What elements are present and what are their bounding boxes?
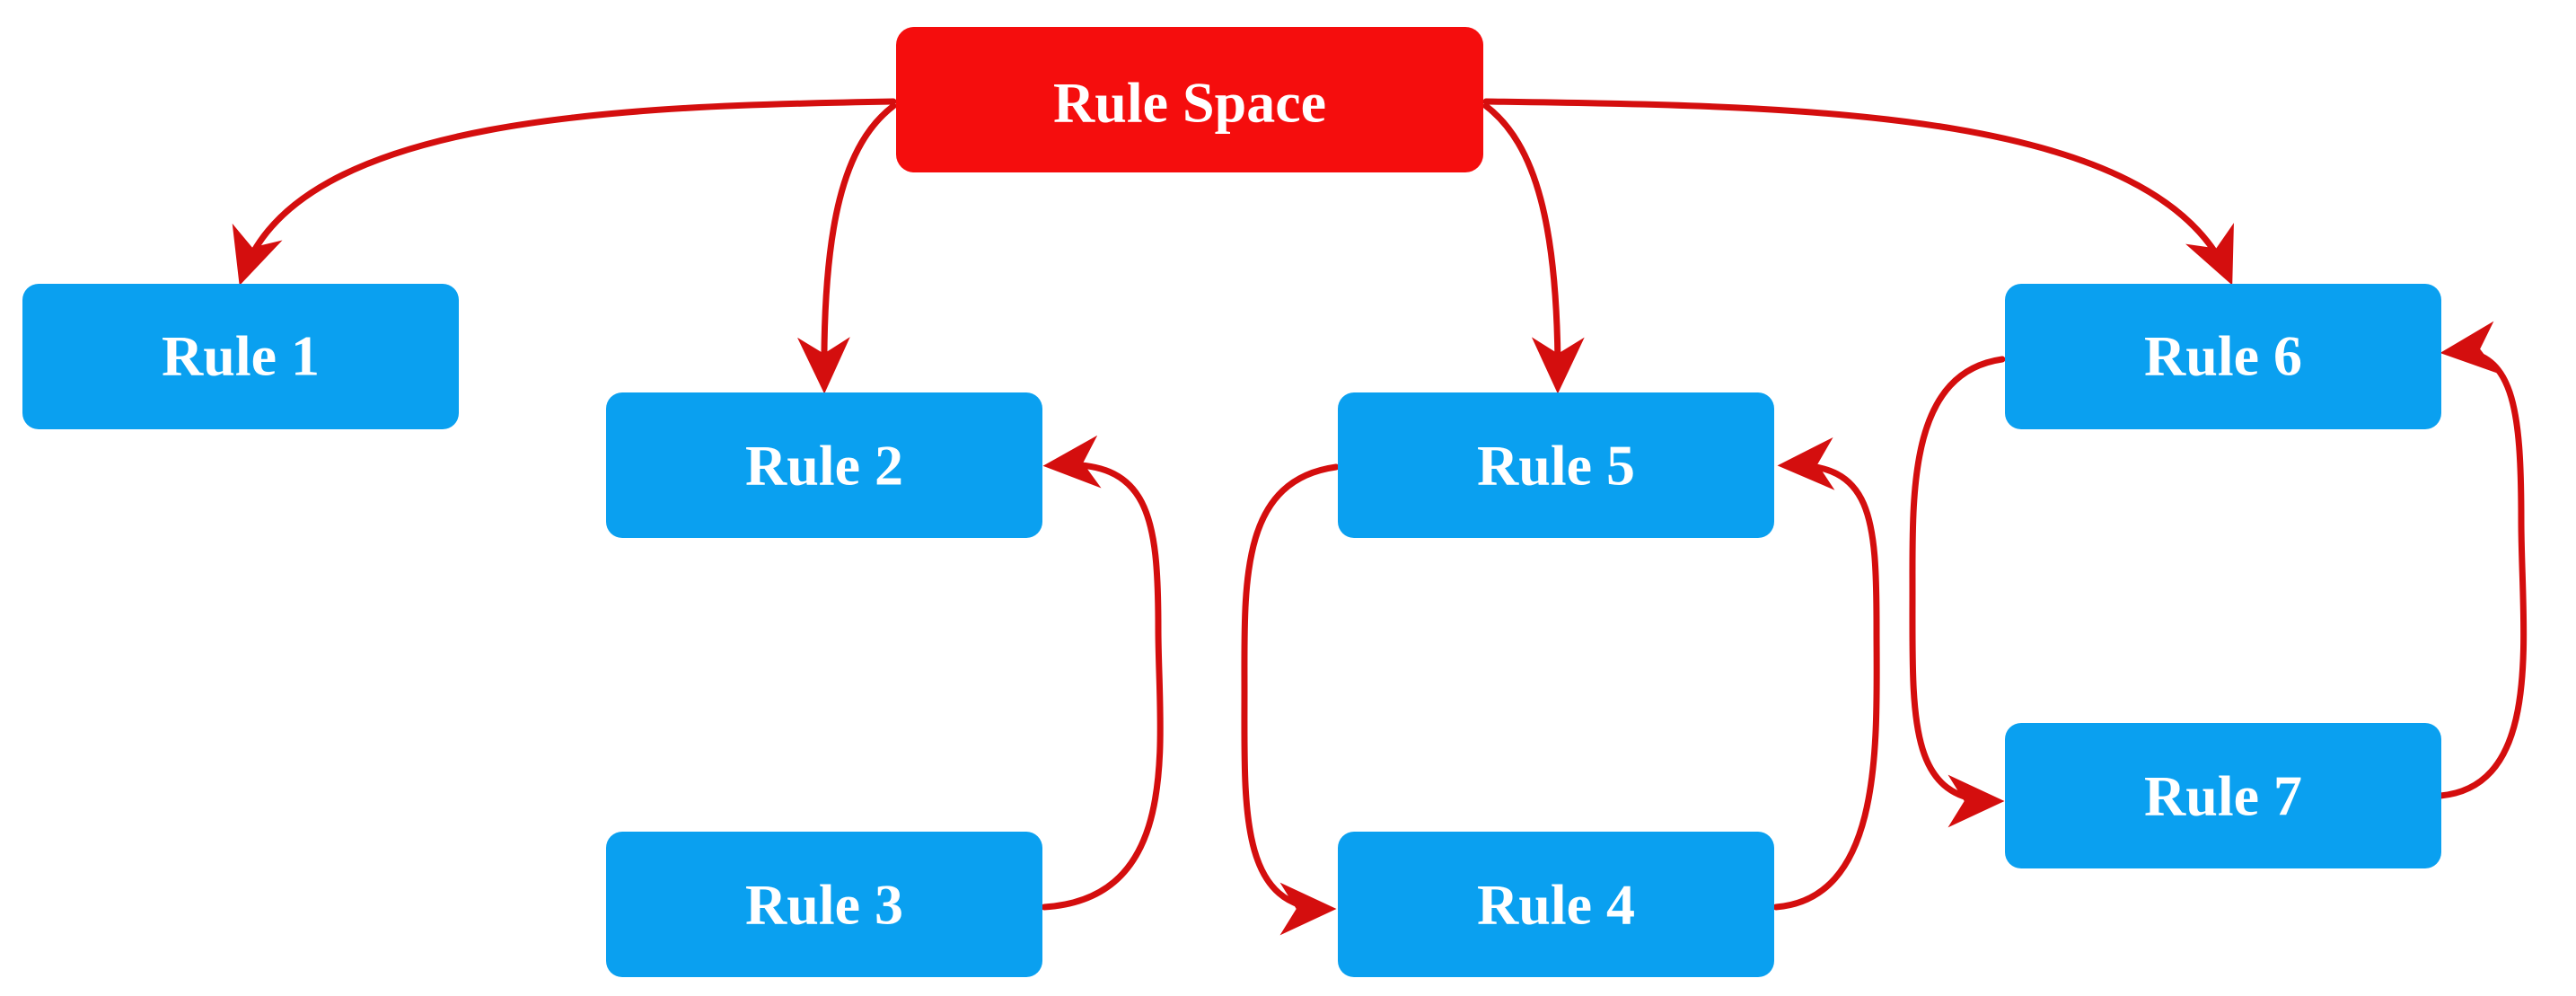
rule-node-4: Rule 4 [1338,832,1774,977]
rule-node-6: Rule 6 [2005,284,2441,429]
rule-node-7: Rule 7 [2005,723,2441,868]
rule-node-2: Rule 2 [606,392,1042,538]
rule-label-2: Rule 2 [745,434,903,498]
edge-root-to-rule1 [232,98,897,286]
rule-label-3: Rule 3 [745,873,903,937]
rule-label-1: Rule 1 [162,324,320,388]
edge-rule5-to-rule4 [1241,463,1340,936]
rule-label-7: Rule 7 [2144,764,2302,828]
rule-label-4: Rule 4 [1477,873,1635,937]
rule-node-1: Rule 1 [22,284,459,429]
edge-root-to-rule2 [797,102,897,394]
root-label: Rule Space [1053,71,1326,135]
edge-rule7-to-rule6 [2437,321,2528,799]
rule-label-6: Rule 6 [2144,324,2302,388]
edge-rule3-to-rule2 [1041,435,1164,911]
edge-root-to-rule5 [1482,102,1585,394]
rule-label-5: Rule 5 [1477,434,1635,498]
edge-root-to-rule6 [1482,98,2234,286]
rule-node-5: Rule 5 [1338,392,1774,538]
root-node: Rule Space [896,27,1483,172]
edge-rule6-to-rule7 [1909,356,2006,828]
edge-rule4-to-rule5 [1772,436,1880,911]
rule-node-3: Rule 3 [606,832,1042,977]
edges [232,98,2528,936]
